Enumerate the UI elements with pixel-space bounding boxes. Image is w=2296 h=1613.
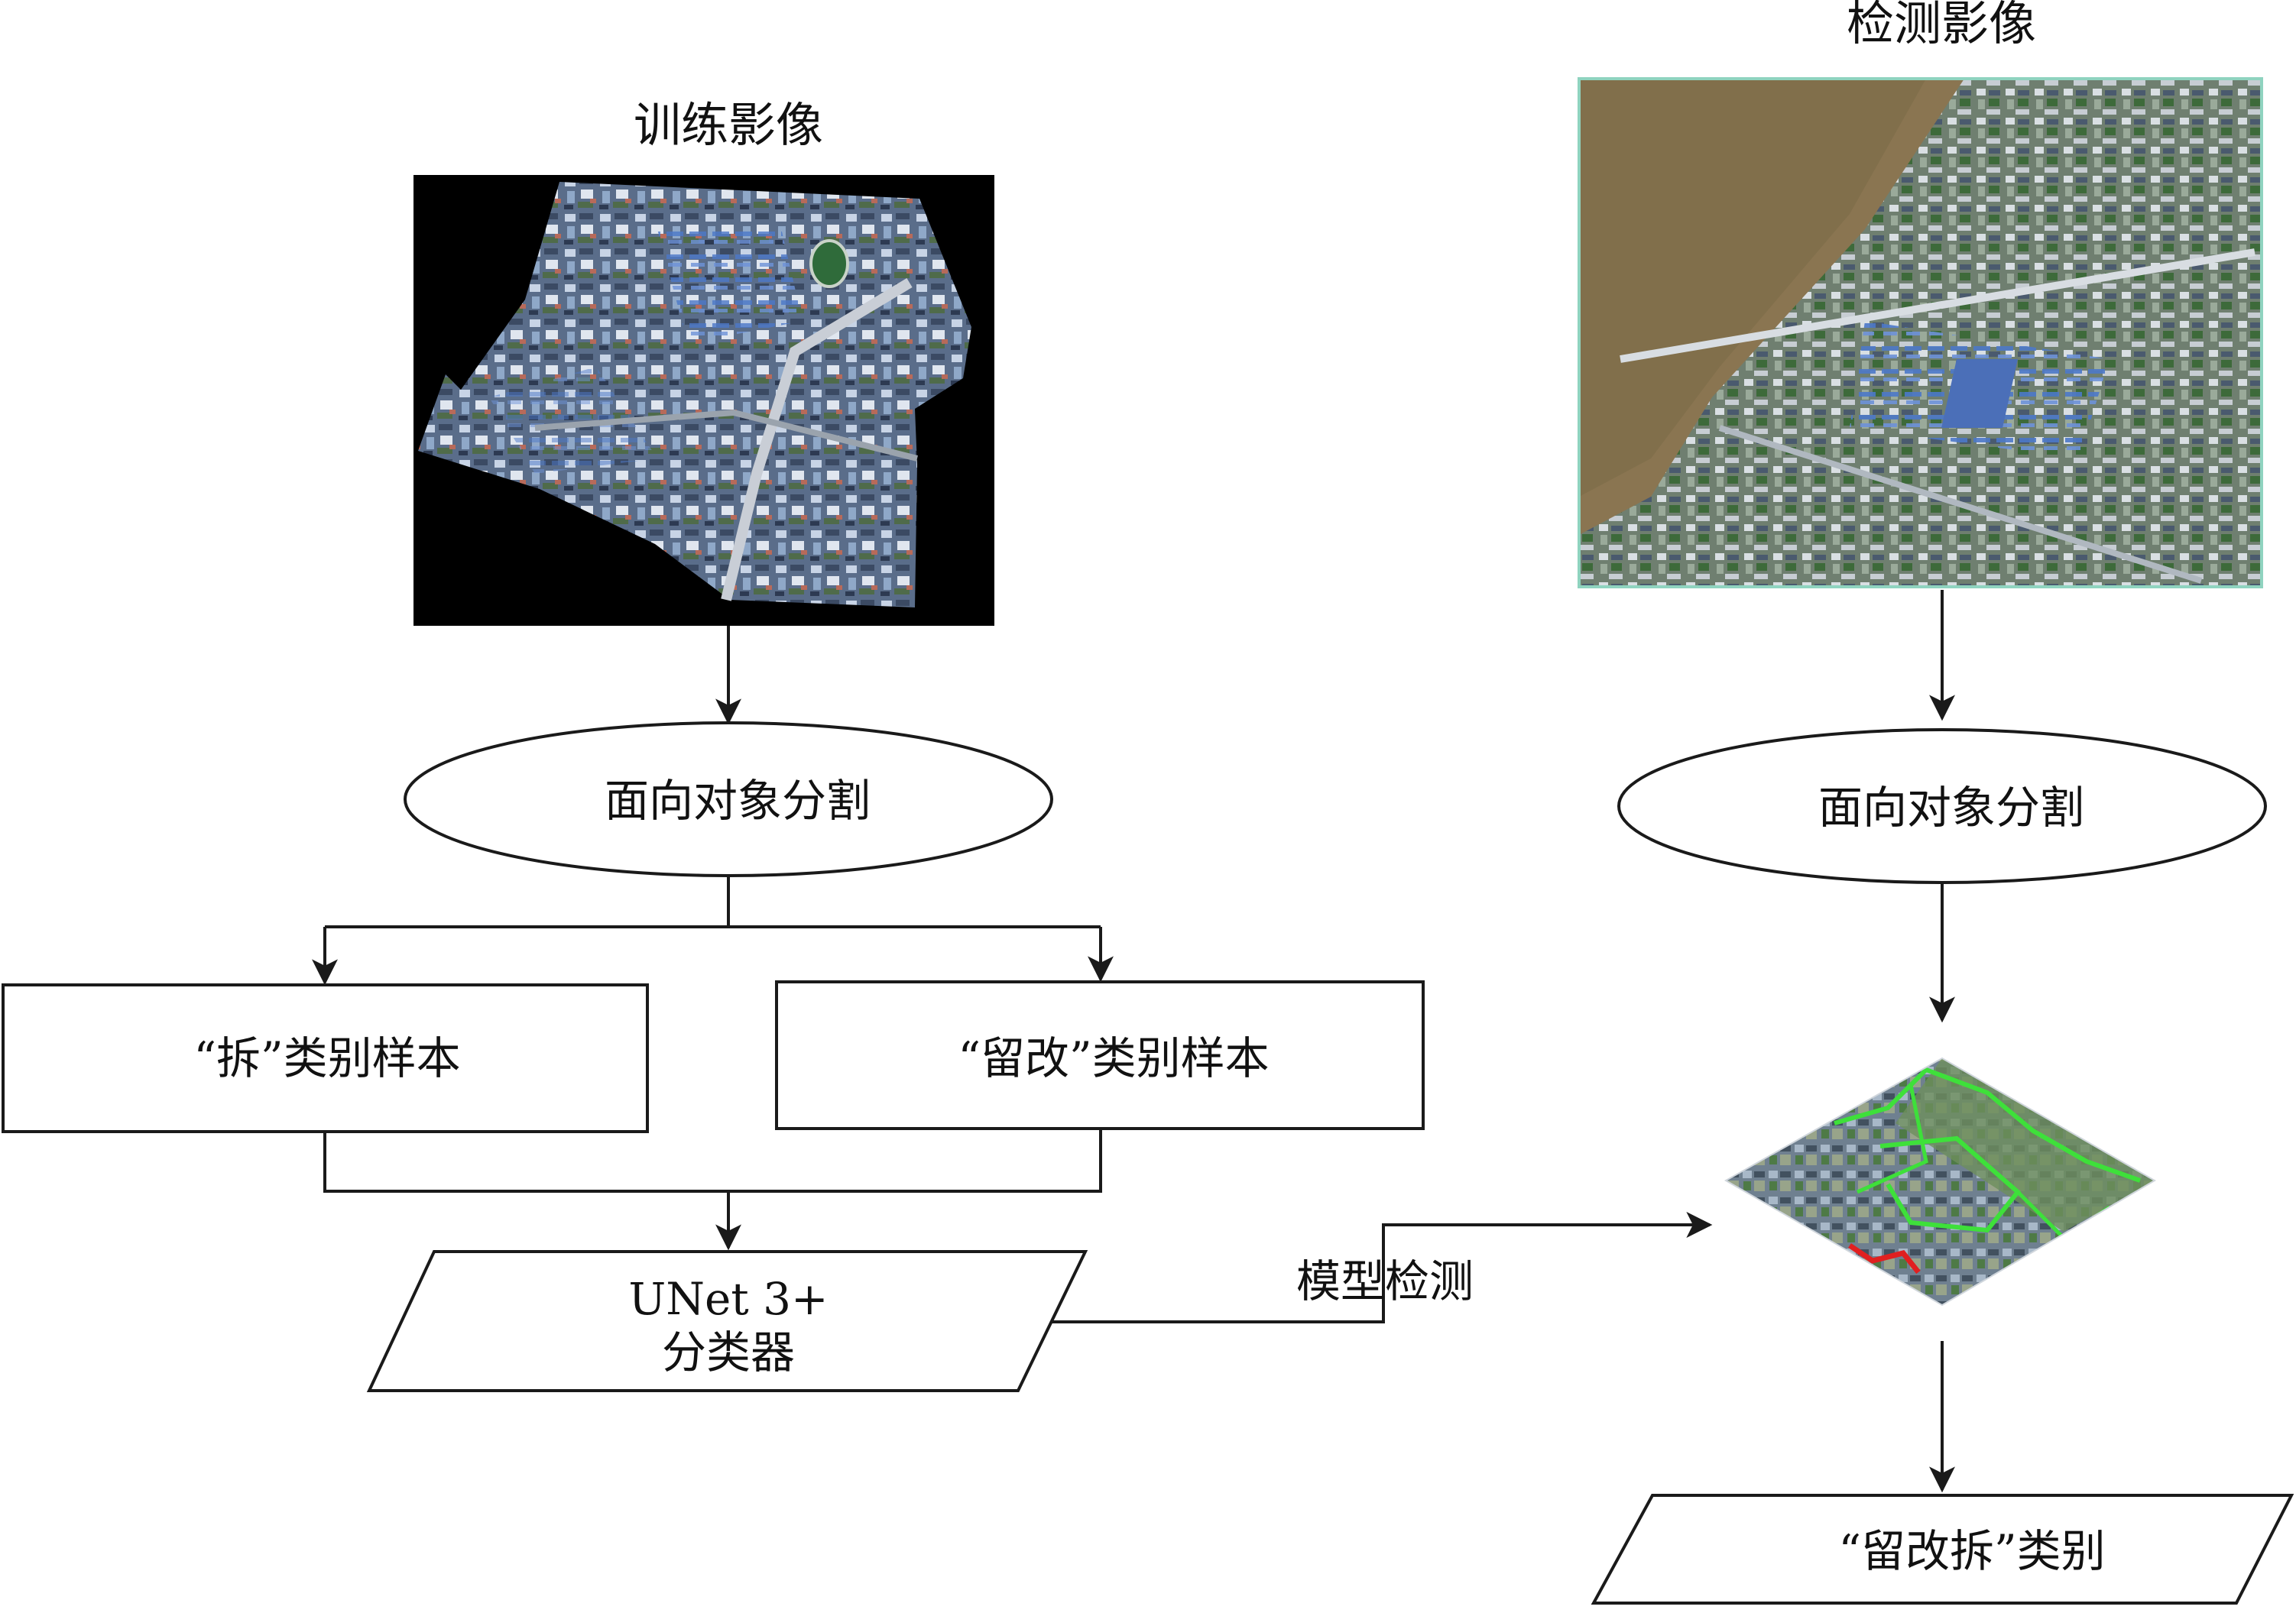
- connector-merge: [323, 1129, 1102, 1193]
- segmentation-label-left: 面向对象分割: [605, 775, 871, 827]
- classifier-node: [366, 1250, 1088, 1392]
- result-node: [1591, 1494, 2294, 1605]
- training-satellite-image: [413, 175, 994, 626]
- classifier-label-line1: UNet 3+: [628, 1273, 828, 1325]
- training-image-title: 训练影像: [634, 97, 823, 153]
- segmented-detection-image: [1724, 1057, 2156, 1307]
- segmentation-label-right: 面向对象分割: [1818, 782, 2084, 834]
- keep-sample-label: “留改”类别样本: [958, 1032, 1269, 1084]
- result-label: “留改拆”类别: [1838, 1525, 2105, 1577]
- keep-sample-box: [775, 980, 1425, 1130]
- connector-model-detect: [1052, 1212, 1713, 1323]
- model-detect-label: 模型检测: [1296, 1255, 1474, 1307]
- demolish-sample-label: “拆”类别样本: [193, 1032, 460, 1084]
- demolish-sample-box: [2, 983, 649, 1133]
- detection-satellite-image: [1578, 77, 2263, 588]
- classifier-label-line2: 分类器: [662, 1326, 795, 1378]
- detection-image-title: 检测影像: [1847, 0, 2036, 51]
